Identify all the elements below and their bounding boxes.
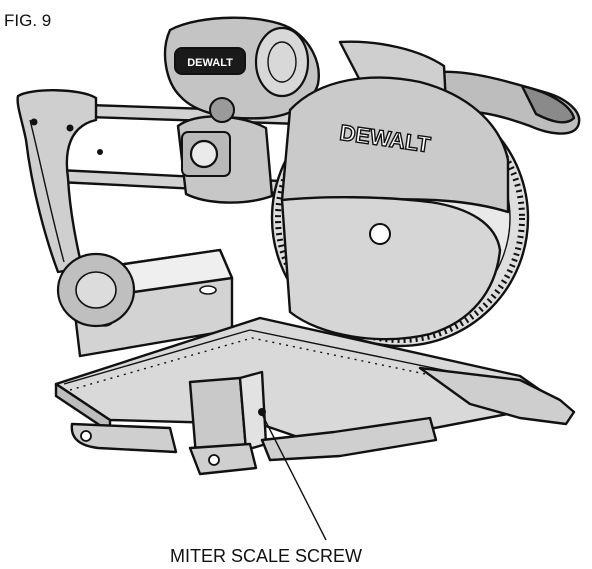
fence-slot-2 (199, 285, 217, 295)
base-right-foot (260, 416, 438, 462)
base-left-foot (70, 422, 178, 454)
motor-end-cap (254, 26, 310, 98)
arm-bolt-1 (30, 118, 38, 126)
figure-label: FIG. 9 (4, 11, 51, 30)
miter-saw-drawing: DEWALT DEWALT (16, 16, 581, 476)
left-wheel-hub (75, 271, 117, 309)
right-extension-arm (418, 366, 576, 426)
turntable (54, 316, 562, 450)
arm-bolt-2 (66, 124, 74, 132)
left-arm-inner (29, 119, 65, 263)
foot-bolt-center (208, 454, 220, 466)
motor-end-ring (267, 41, 297, 83)
depth-stop-knob (189, 139, 219, 169)
motor-badge-text: DEWALT (187, 57, 233, 69)
handle-grip (520, 84, 576, 124)
blade-teeth (275, 93, 525, 343)
miter-scale-screw (258, 408, 266, 416)
blade-arbor-bolt (369, 223, 391, 245)
callout-leader (261, 413, 327, 541)
foot-bolt-left (80, 430, 92, 442)
miter-scale-ticks (69, 337, 513, 393)
arm-bolt-3 (97, 149, 103, 155)
left-arm-casting (16, 89, 98, 274)
callout-label: MITER SCALE SCREW (170, 546, 362, 566)
base-center-foot (188, 442, 258, 476)
lower-blade-guard (280, 196, 502, 341)
pivot-knob (209, 97, 235, 123)
motor-badge (174, 47, 246, 75)
